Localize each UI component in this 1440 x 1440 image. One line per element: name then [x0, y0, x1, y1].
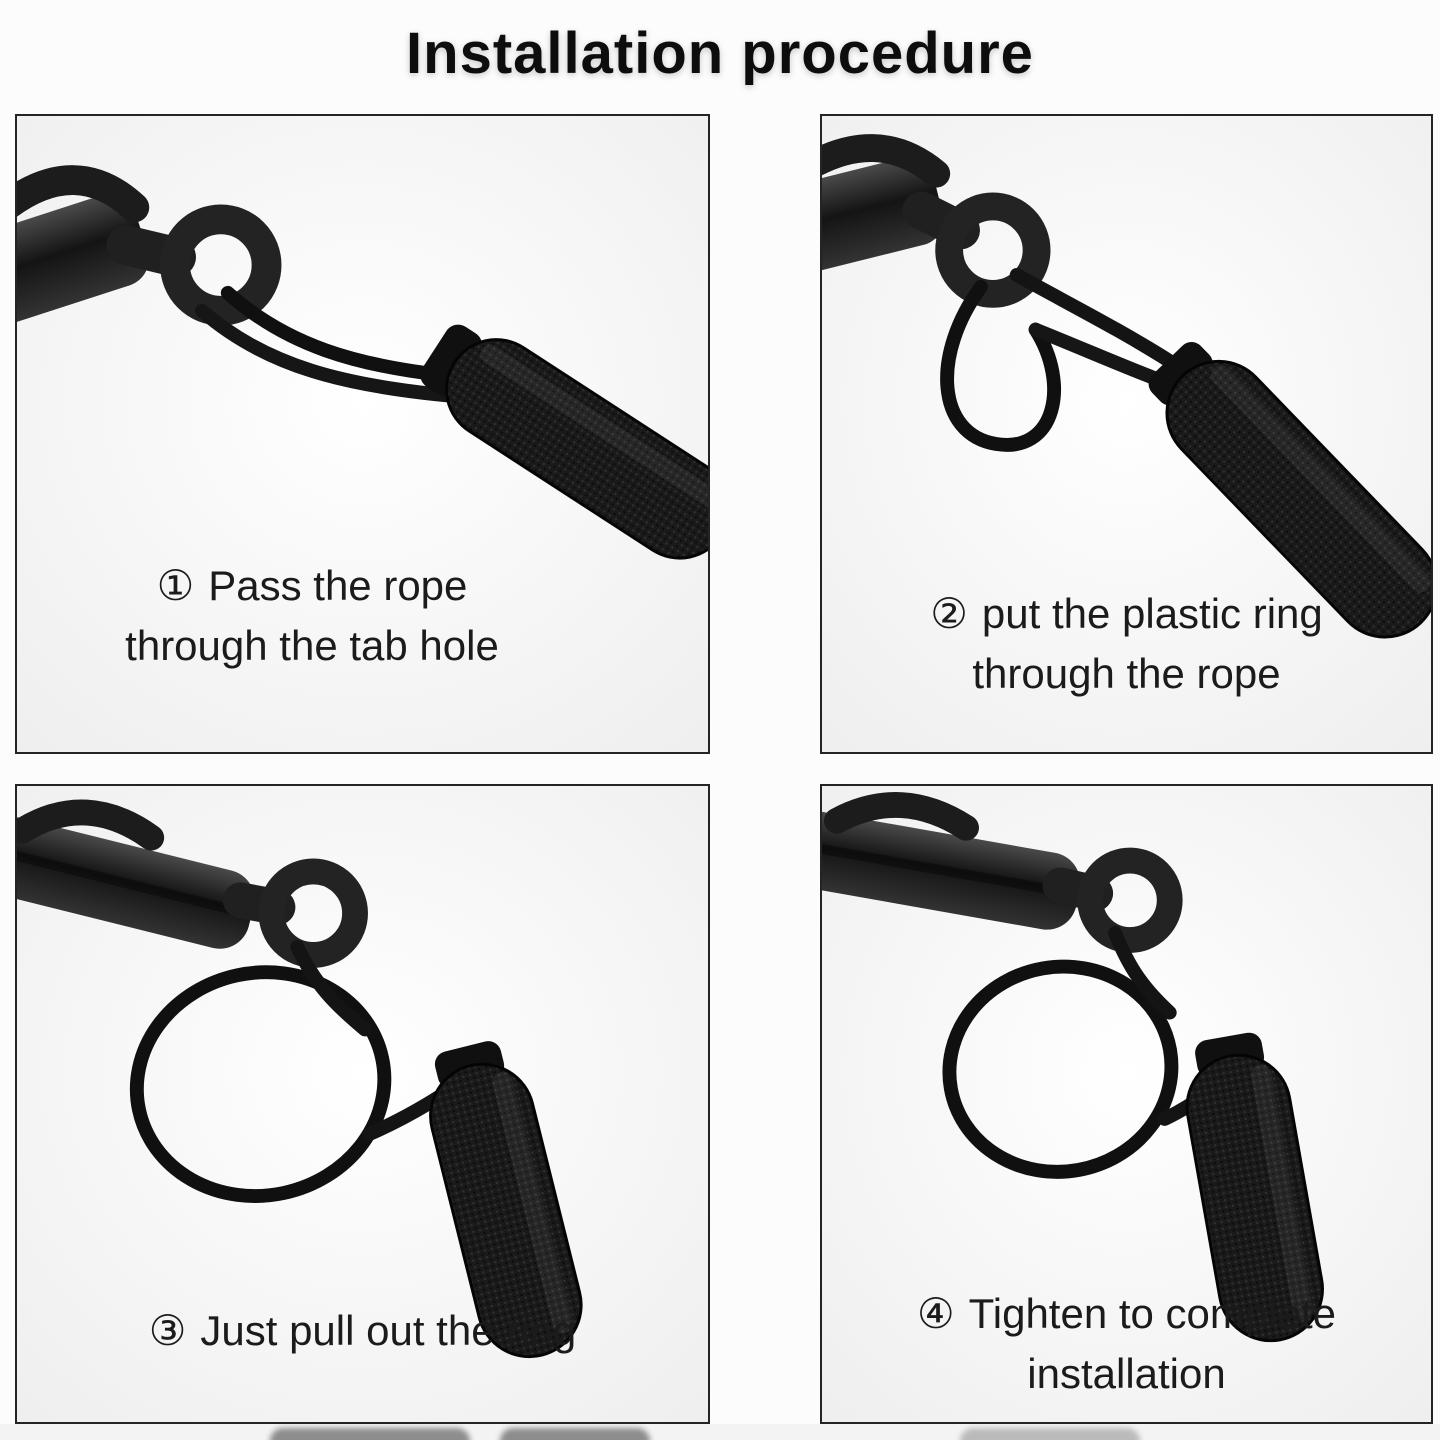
rubber-grip: [1185, 1032, 1324, 1343]
caption-line: through the tab hole: [125, 622, 499, 669]
caption-line: ② put the plastic ring: [822, 584, 1431, 644]
pull-tab-ring: [160, 204, 282, 326]
caption-line: through the rope: [972, 650, 1281, 697]
pull-tab-ring: [1077, 847, 1183, 953]
caption-line: installation: [1027, 1350, 1226, 1397]
caption-text: put the plastic ring: [981, 590, 1323, 637]
blurred-shape: [960, 1428, 1140, 1440]
step4-photo: [822, 786, 1431, 1422]
caption-line: ① Pass the rope: [17, 556, 607, 616]
step-panel-1: ① Pass the rope through the tab hole: [15, 114, 710, 754]
step3-caption: ③ Just pull out the ring: [17, 1301, 708, 1361]
step2-photo: [822, 116, 1431, 752]
step-number: ④: [917, 1290, 955, 1337]
blurred-shape: [270, 1428, 470, 1440]
step-panel-2: ② put the plastic ring through the rope: [820, 114, 1433, 754]
rope-cord: [194, 285, 464, 404]
zipper-slider: [17, 799, 296, 949]
rubber-grip: [420, 324, 708, 560]
caption-text: Tighten to complete: [968, 1290, 1336, 1337]
caption-line: ④ Tighten to complete: [822, 1284, 1431, 1344]
caption-text: Just pull out the ring: [200, 1307, 577, 1354]
step2-caption: ② put the plastic ring through the rope: [822, 584, 1431, 704]
rubber-grip: [429, 1041, 583, 1359]
step3-photo: [17, 786, 708, 1422]
zipper-slider: [822, 792, 1114, 930]
next-photo-sliver: [0, 1424, 1440, 1440]
step-number: ②: [930, 590, 968, 637]
caption-line: ③ Just pull out the ring: [17, 1301, 708, 1361]
rubber-grip: [1148, 342, 1431, 639]
caption-text: Pass the rope: [208, 562, 468, 609]
step-number: ③: [148, 1307, 187, 1354]
step4-caption: ④ Tighten to complete installation: [822, 1284, 1431, 1404]
step1-caption: ① Pass the rope through the tab hole: [17, 556, 607, 676]
step1-photo: [17, 116, 708, 752]
step-number: ①: [156, 562, 195, 609]
step-panel-3: ③ Just pull out the ring: [15, 784, 710, 1424]
blurred-shape: [500, 1428, 650, 1440]
steps-grid: ① Pass the rope through the tab hole: [0, 114, 1440, 1424]
step-panel-4: ④ Tighten to complete installation: [820, 784, 1433, 1424]
page-title: Installation procedure: [406, 21, 1034, 86]
pull-tab-ring: [258, 858, 368, 968]
pull-tab-ring: [935, 192, 1051, 308]
